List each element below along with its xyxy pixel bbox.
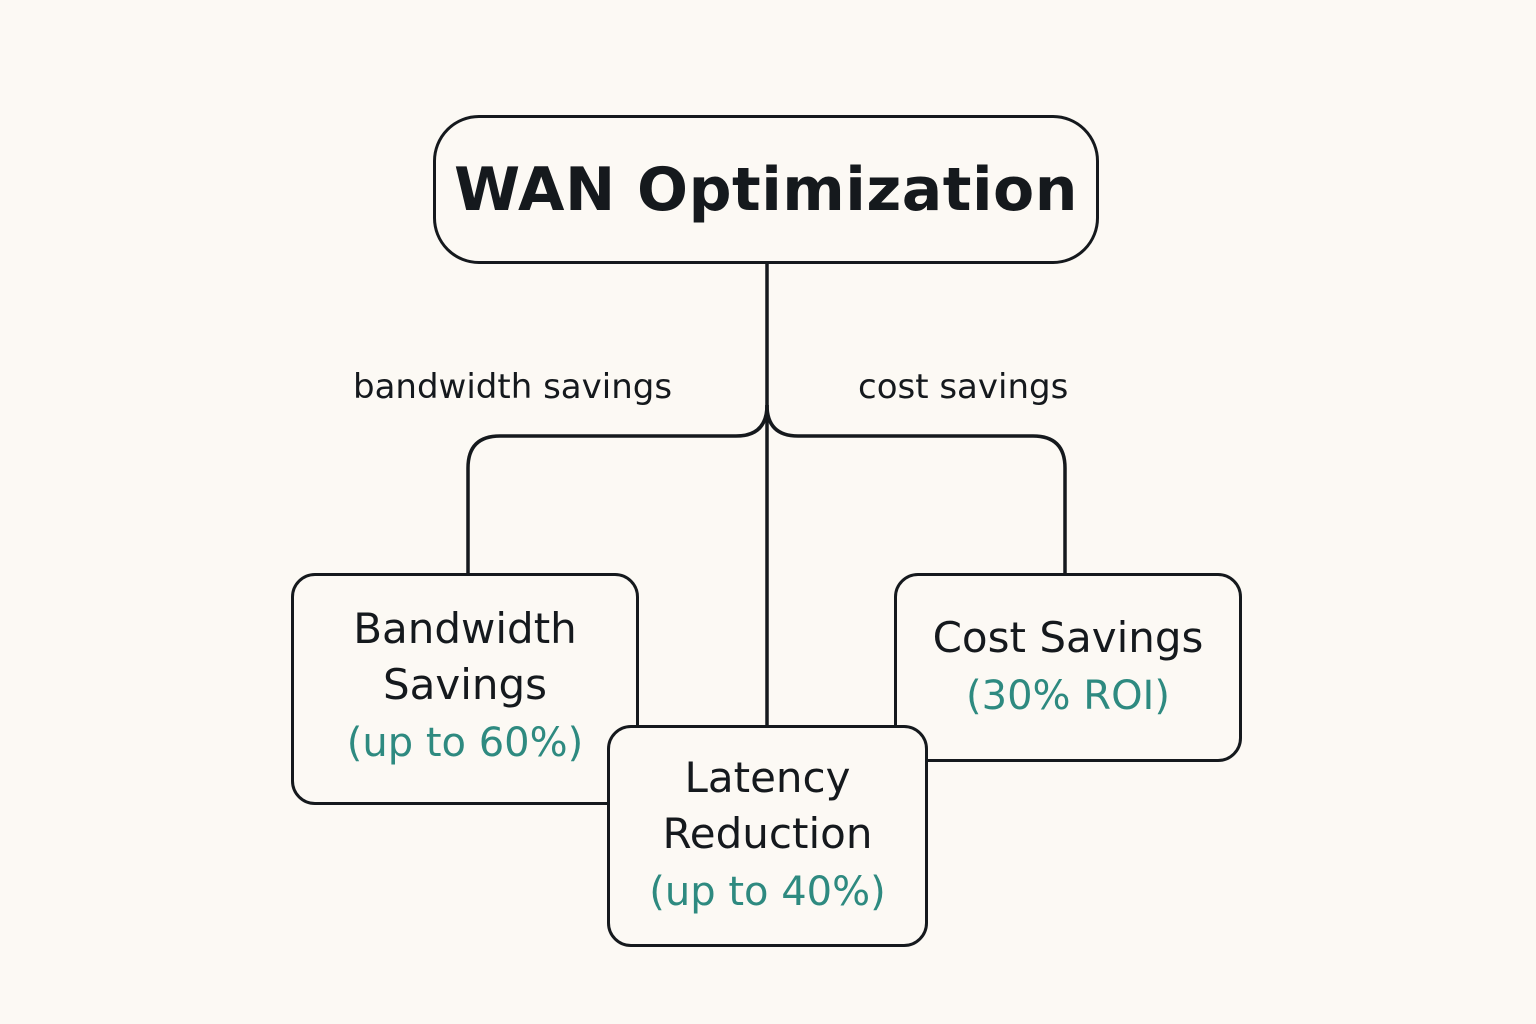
node-latency-name-line1: Latency <box>684 753 851 802</box>
edge-label-cost-savings: cost savings <box>858 367 1069 407</box>
edge-label-bandwidth-savings: bandwidth savings <box>353 367 673 407</box>
node-bandwidth-metric: (up to 60%) <box>346 720 584 766</box>
node-bandwidth-name-line2: Savings <box>382 660 548 709</box>
node-cost-metric: (30% ROI) <box>966 672 1170 719</box>
branch-connector-bandwidth <box>466 404 769 573</box>
node-bandwidth-savings: Bandwidth Savings (up to 60%) <box>291 573 639 805</box>
node-cost-name: Cost Savings <box>932 612 1204 662</box>
root-node-wan-optimization: WAN Optimization <box>433 115 1099 264</box>
node-latency-reduction: Latency Reduction (up to 40%) <box>607 725 928 947</box>
node-latency-name-line2: Reduction <box>662 809 873 858</box>
root-node-title: WAN Optimization <box>454 154 1078 225</box>
node-cost-savings: Cost Savings (30% ROI) <box>894 573 1242 762</box>
node-bandwidth-name-line1: Bandwidth <box>353 604 577 653</box>
branch-connector-cost <box>765 404 1067 573</box>
node-latency-metric: (up to 40%) <box>649 869 886 915</box>
